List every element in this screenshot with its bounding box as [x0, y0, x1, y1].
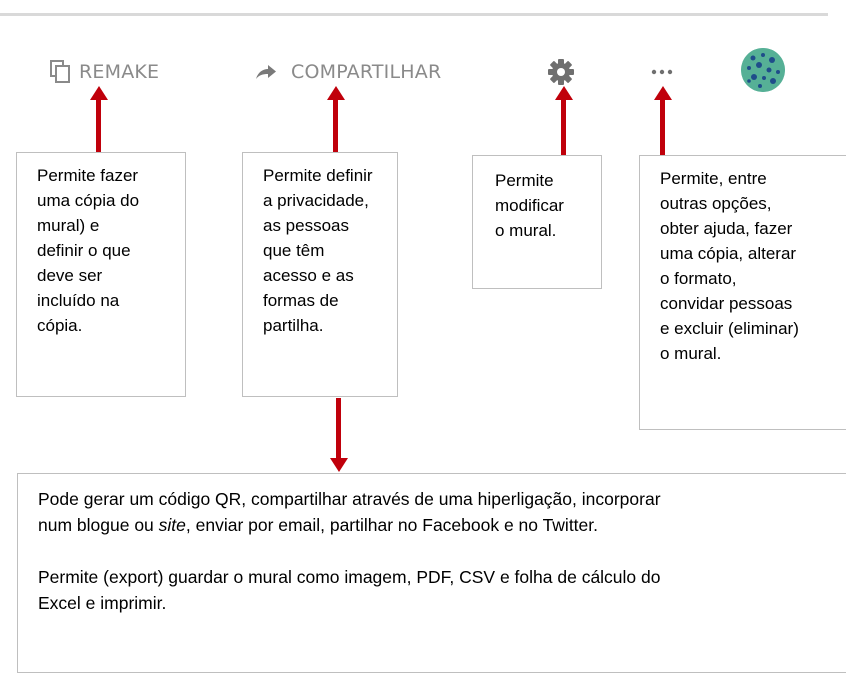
remake-label: REMAKE — [79, 61, 160, 83]
text-line: Excel e imprimir. — [38, 593, 167, 613]
copy-icon — [49, 60, 71, 84]
note-line: o mural. — [495, 221, 557, 240]
share-label: COMPARTILHAR — [291, 61, 442, 83]
remake-button[interactable]: REMAKE — [49, 58, 159, 86]
more-horizontal-icon — [651, 68, 673, 76]
note-line: as pessoas — [263, 216, 349, 235]
note-line: Permite — [495, 171, 554, 190]
share-button[interactable]: COMPARTILHAR — [255, 58, 441, 86]
share-details-box: Pode gerar um código QR, compartilhar at… — [17, 473, 846, 673]
avatar[interactable] — [741, 48, 785, 92]
note-line: uma cópia do — [37, 191, 140, 210]
text-line: Pode gerar um código QR, compartilhar at… — [38, 489, 661, 509]
note-line: acesso e as — [263, 266, 354, 285]
text-line: , enviar por email, partilhar no Faceboo… — [185, 515, 599, 535]
note-line: Permite definir — [263, 166, 373, 185]
text-line: Permite (export) guardar o mural como im… — [38, 567, 661, 587]
note-line: Permite, entre — [660, 169, 767, 188]
text-line: num blogue ou — [38, 515, 159, 535]
note-line: uma cópia, alterar — [660, 244, 797, 263]
settings-description-box: Permite modificar o mural. — [472, 155, 602, 289]
note-line: mural) e — [37, 216, 100, 235]
site-emphasis: site — [158, 515, 186, 535]
gear-icon — [546, 58, 576, 86]
note-line: que têm — [263, 241, 325, 260]
top-divider — [0, 13, 828, 16]
share-details-paragraph-2: Permite (export) guardar o mural como im… — [38, 564, 846, 616]
note-line: obter ajuda, fazer — [660, 219, 793, 238]
share-description-box: Permite definir a privacidade, as pessoa… — [242, 152, 398, 397]
note-line: cópia. — [37, 316, 83, 335]
note-line: definir o que — [37, 241, 131, 260]
note-line: a privacidade, — [263, 191, 369, 210]
note-line: incluído na — [37, 291, 120, 310]
note-line: deve ser — [37, 266, 103, 285]
note-line: o formato, — [660, 269, 737, 288]
note-line: modificar — [495, 196, 564, 215]
note-line: outras opções, — [660, 194, 772, 213]
note-line: formas de — [263, 291, 339, 310]
settings-button[interactable] — [546, 58, 578, 86]
note-line: partilha. — [263, 316, 324, 335]
note-line: e excluir (eliminar) — [660, 319, 799, 338]
share-arrow-icon — [255, 64, 277, 80]
share-details-paragraph-1: Pode gerar um código QR, compartilhar at… — [38, 486, 846, 538]
more-options-description-box: Permite, entre outras opções, obter ajud… — [639, 155, 846, 430]
note-line: o mural. — [660, 344, 722, 363]
note-line: convidar pessoas — [660, 294, 793, 313]
more-options-button[interactable] — [651, 58, 675, 86]
avatar-pattern-icon — [741, 48, 785, 92]
note-line: Permite fazer — [37, 166, 139, 185]
remake-description-box: Permite fazer uma cópia do mural) e defi… — [16, 152, 186, 397]
